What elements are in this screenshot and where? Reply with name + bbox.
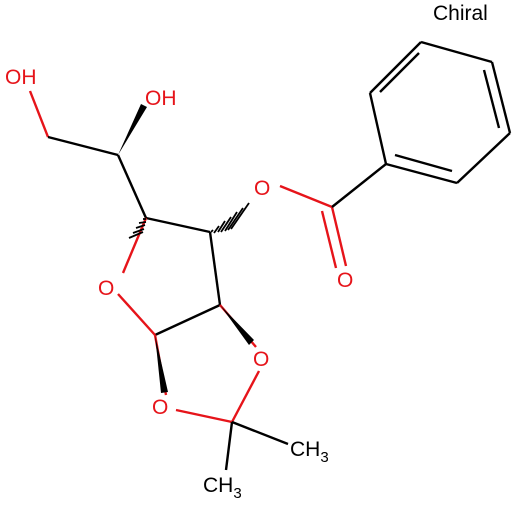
hydroxyl-secondary-label: OH [145, 87, 177, 110]
dioxolane-ring-bonds [153, 304, 289, 471]
ester-oxygen-label: O [254, 177, 270, 200]
ring-oxygen-label: O [98, 277, 114, 300]
methyl-bottom-label: CH3 [203, 474, 242, 502]
benzene-ring-bonds [368, 40, 512, 185]
chiral-label: Chiral [433, 2, 488, 25]
hashed-bond-ring-c4 [128, 218, 147, 239]
wedge-bond-c1 [155, 335, 168, 393]
wedge-bond-c3 [220, 305, 254, 345]
dioxolane-oxygen-left-label: O [152, 396, 168, 419]
carbonyl-oxygen-label: O [337, 269, 353, 292]
hydroxyl-terminal-label: OH [5, 66, 37, 89]
side-chain-bonds [28, 90, 148, 219]
methyl-right-label: CH3 [290, 438, 329, 466]
furanose-ring-bonds [117, 216, 222, 337]
hashed-bond-ester [210, 202, 250, 234]
ester-bonds [279, 163, 387, 269]
dioxolane-oxygen-right-label: O [253, 348, 269, 371]
wedge-bond-oh [118, 104, 147, 155]
